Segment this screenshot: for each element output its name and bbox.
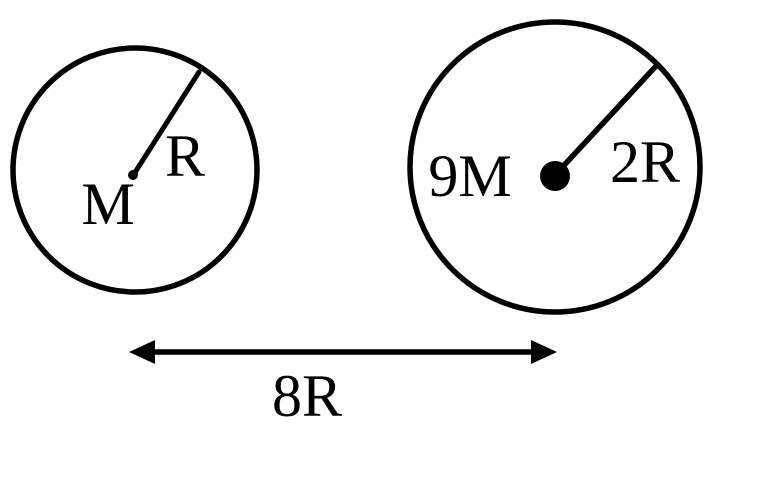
separation-distance-label: 8R (272, 363, 342, 429)
separation-arrow-group: 8R (129, 340, 557, 429)
small-sphere-radius-label: R (165, 123, 205, 189)
separation-arrowhead-right-icon (531, 340, 557, 364)
small-sphere-circle (10, 45, 260, 295)
large-sphere-group: 9M 2R (407, 19, 703, 315)
large-sphere-mass-label: 9M (428, 143, 511, 209)
small-sphere-radius-line (131, 69, 202, 177)
small-sphere-group: M R (10, 45, 260, 295)
large-sphere-circle (407, 19, 703, 315)
small-sphere-mass-label: M (81, 171, 134, 237)
large-sphere-radius-label: 2R (610, 129, 680, 195)
separation-arrowhead-left-icon (129, 340, 155, 364)
large-sphere-radius-line (552, 62, 660, 178)
